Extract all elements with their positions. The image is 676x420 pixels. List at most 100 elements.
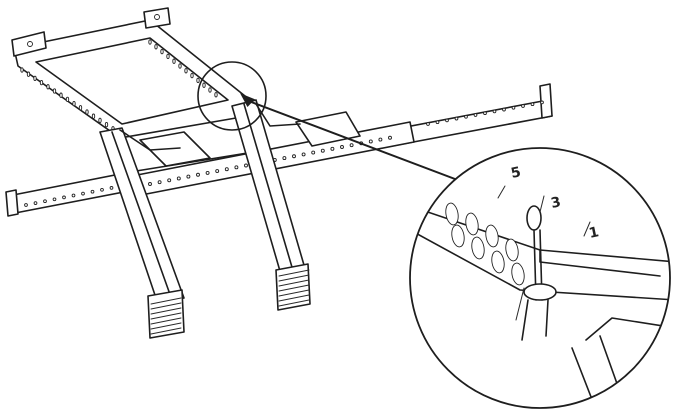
hole <box>451 224 465 248</box>
foot-tread-line <box>150 327 182 335</box>
hole <box>378 137 383 142</box>
hole <box>98 117 102 124</box>
hole <box>471 236 485 260</box>
foot-tread-line <box>150 322 182 330</box>
hole <box>100 187 104 192</box>
hole <box>196 77 200 84</box>
hole <box>167 178 172 183</box>
hole <box>26 71 31 77</box>
foot-tread-line <box>278 289 310 297</box>
hole <box>301 152 306 157</box>
hole <box>160 48 164 55</box>
bracket-hole-row <box>148 135 392 186</box>
hole <box>282 156 287 161</box>
hole-label-5: 5 <box>510 164 523 182</box>
hole <box>39 79 44 86</box>
hole <box>72 100 76 107</box>
hole <box>52 197 57 202</box>
foot-tread-line <box>278 279 310 287</box>
hole <box>511 105 516 110</box>
foot-pad-left <box>147 289 185 339</box>
hole <box>62 195 66 200</box>
hole <box>78 105 83 111</box>
hole <box>491 250 505 274</box>
foot-tread-line <box>150 307 182 315</box>
hole <box>445 202 459 226</box>
hole <box>244 163 248 168</box>
foot-tread-line <box>278 284 310 292</box>
hole <box>208 87 212 93</box>
hole <box>166 53 170 60</box>
hole <box>186 174 191 179</box>
hole <box>214 92 218 98</box>
hole <box>202 82 206 88</box>
hole <box>104 121 109 128</box>
hole <box>81 191 85 196</box>
hole <box>157 180 162 185</box>
rail-hole-row <box>20 39 218 136</box>
hole <box>59 92 63 98</box>
hole <box>91 113 96 119</box>
hole <box>33 201 38 205</box>
beam-hole-row <box>24 100 544 207</box>
foot-pad-right <box>275 263 311 311</box>
hole <box>530 102 535 107</box>
hole <box>330 146 335 151</box>
foot-tread-line <box>278 299 310 307</box>
hole <box>521 104 525 108</box>
hole <box>148 39 152 45</box>
hole <box>292 154 296 159</box>
foot-tread-line <box>278 274 310 282</box>
hole <box>24 203 28 207</box>
hole <box>20 67 24 73</box>
detail-source-circle <box>197 61 267 131</box>
hole <box>224 167 229 172</box>
foot-tread-line <box>150 297 182 305</box>
hitch-pin <box>515 205 557 341</box>
hole <box>485 224 499 248</box>
hole <box>426 122 430 126</box>
hole <box>502 107 506 112</box>
foot-tread-line <box>150 317 182 325</box>
hole-label-3: 3 <box>550 194 563 212</box>
foot-tread-line <box>278 269 310 277</box>
hole <box>483 111 487 116</box>
hole <box>148 182 152 186</box>
hole <box>85 109 89 115</box>
hole <box>196 172 200 177</box>
hole <box>215 169 220 174</box>
hole <box>71 193 76 198</box>
hole <box>109 186 114 190</box>
hole <box>311 150 316 155</box>
hole <box>464 114 468 119</box>
hole <box>184 68 188 74</box>
leg-right <box>231 99 311 311</box>
detail-zoom-circle <box>409 147 671 409</box>
hole-label-1: 1 <box>588 224 601 242</box>
hole <box>505 238 519 262</box>
hole <box>388 135 392 140</box>
frame-rails <box>11 7 251 139</box>
hole <box>154 44 158 50</box>
leg-left <box>99 127 185 339</box>
hole <box>445 118 449 123</box>
hole <box>43 199 47 204</box>
hole <box>320 148 325 153</box>
hole <box>65 96 70 103</box>
hole <box>33 75 37 82</box>
hole <box>465 212 479 236</box>
hole <box>234 165 239 170</box>
foot-tread-line <box>278 294 310 302</box>
hole <box>172 58 176 64</box>
hole <box>473 113 478 117</box>
hole <box>178 63 182 69</box>
hole <box>454 116 459 121</box>
hole <box>46 84 50 90</box>
hole <box>492 109 497 114</box>
hole <box>349 143 354 148</box>
detail-zoom: 5 3 1 <box>409 147 671 409</box>
hole <box>176 176 181 181</box>
hole <box>540 100 544 105</box>
hole <box>52 88 57 94</box>
